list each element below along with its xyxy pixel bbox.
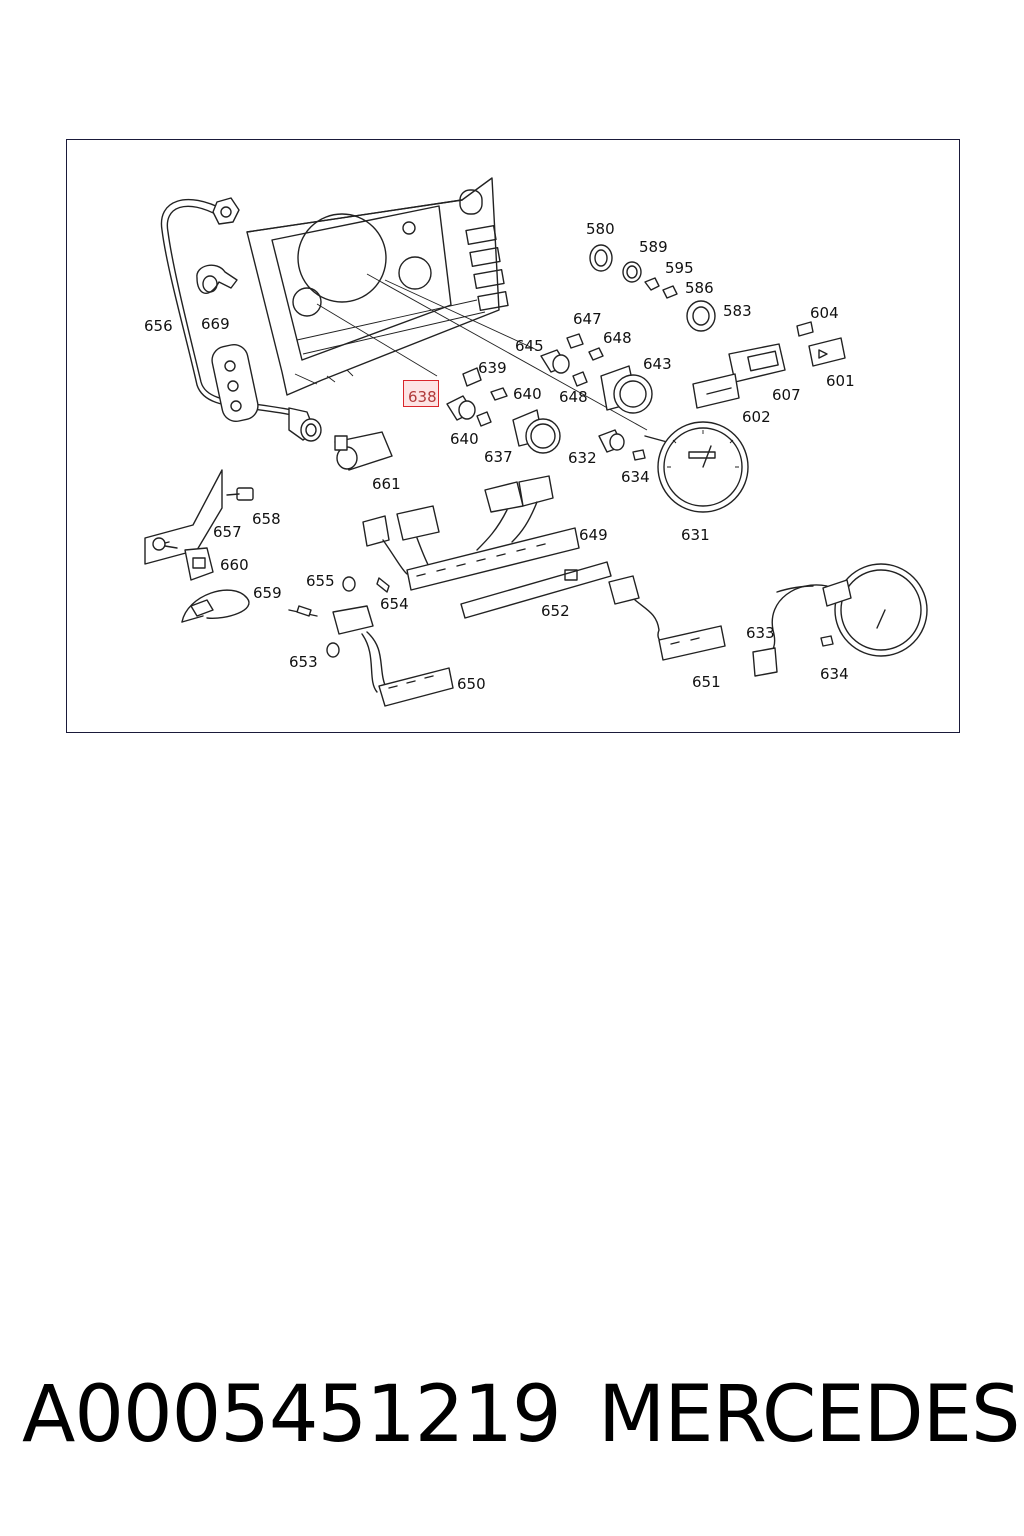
callout-595: 595 bbox=[665, 259, 694, 277]
callout-601: 601 bbox=[826, 372, 855, 390]
callout-580: 580 bbox=[586, 220, 615, 238]
wiring-harness-649 bbox=[362, 475, 580, 591]
callout-586: 586 bbox=[685, 279, 714, 297]
callout-654: 654 bbox=[380, 595, 409, 613]
callout-661: 661 bbox=[372, 475, 401, 493]
callout-653: 653 bbox=[289, 653, 318, 671]
gauge-633 bbox=[752, 563, 928, 677]
gauge-643 bbox=[600, 365, 653, 414]
small-parts-653-655 bbox=[288, 576, 390, 658]
callout-632: 632 bbox=[568, 449, 597, 467]
callout-652: 652 bbox=[541, 602, 570, 620]
bulbs-632-634 bbox=[598, 429, 646, 461]
wiring-harness-650 bbox=[332, 605, 454, 707]
wiring-harness-651 bbox=[608, 575, 726, 661]
clip-669 bbox=[196, 264, 238, 294]
callout-637: 637 bbox=[484, 448, 513, 466]
callout-660: 660 bbox=[220, 556, 249, 574]
gauge-637 bbox=[512, 409, 561, 454]
callout-647: 647 bbox=[573, 310, 602, 328]
switch-parts-580-595 bbox=[589, 244, 716, 332]
rocker-switches bbox=[692, 321, 846, 409]
callout-650: 650 bbox=[457, 675, 486, 693]
callout-640b: 640 bbox=[450, 430, 479, 448]
instrument-cluster-exploded-view bbox=[144, 177, 928, 707]
callout-643: 643 bbox=[643, 355, 672, 373]
callout-658: 658 bbox=[252, 510, 281, 528]
callout-659: 659 bbox=[253, 584, 282, 602]
callout-649: 649 bbox=[579, 526, 608, 544]
callout-634a: 634 bbox=[621, 468, 650, 486]
circuit-strip-652 bbox=[460, 561, 612, 619]
callout-640a: 640 bbox=[513, 385, 542, 403]
callout-583: 583 bbox=[723, 302, 752, 320]
callout-638-highlighted[interactable]: 638 bbox=[403, 380, 439, 407]
tachometer-631 bbox=[644, 421, 749, 513]
callout-657: 657 bbox=[213, 523, 242, 541]
callout-607: 607 bbox=[772, 386, 801, 404]
parts-diagram-frame: 580 589 595 586 583 604 601 607 602 647 … bbox=[66, 139, 960, 733]
callout-655: 655 bbox=[306, 572, 335, 590]
speedometer-cable bbox=[160, 197, 322, 442]
callout-633: 633 bbox=[746, 624, 775, 642]
callout-589: 589 bbox=[639, 238, 668, 256]
lamp-holders-645-648 bbox=[540, 333, 604, 387]
lamp-holders-638-640 bbox=[446, 367, 508, 427]
part-number: A0005451219 bbox=[22, 1370, 562, 1460]
brand-name: MERCEDES bbox=[598, 1370, 1020, 1460]
callout-651: 651 bbox=[692, 673, 721, 691]
callout-639: 639 bbox=[478, 359, 507, 377]
callout-631: 631 bbox=[681, 526, 710, 544]
callout-656: 656 bbox=[144, 317, 173, 335]
callout-669: 669 bbox=[201, 315, 230, 333]
cluster-housing bbox=[246, 177, 648, 431]
callout-604: 604 bbox=[810, 304, 839, 322]
callout-645: 645 bbox=[515, 337, 544, 355]
footer: A0005451219 MERCEDES bbox=[0, 1370, 1024, 1480]
callout-602: 602 bbox=[742, 408, 771, 426]
bracket-657 bbox=[144, 469, 254, 581]
cable-tie-659 bbox=[181, 589, 250, 623]
callout-634b: 634 bbox=[820, 665, 849, 683]
switch-661 bbox=[334, 431, 393, 471]
callout-648a: 648 bbox=[603, 329, 632, 347]
callout-648b: 648 bbox=[559, 388, 588, 406]
